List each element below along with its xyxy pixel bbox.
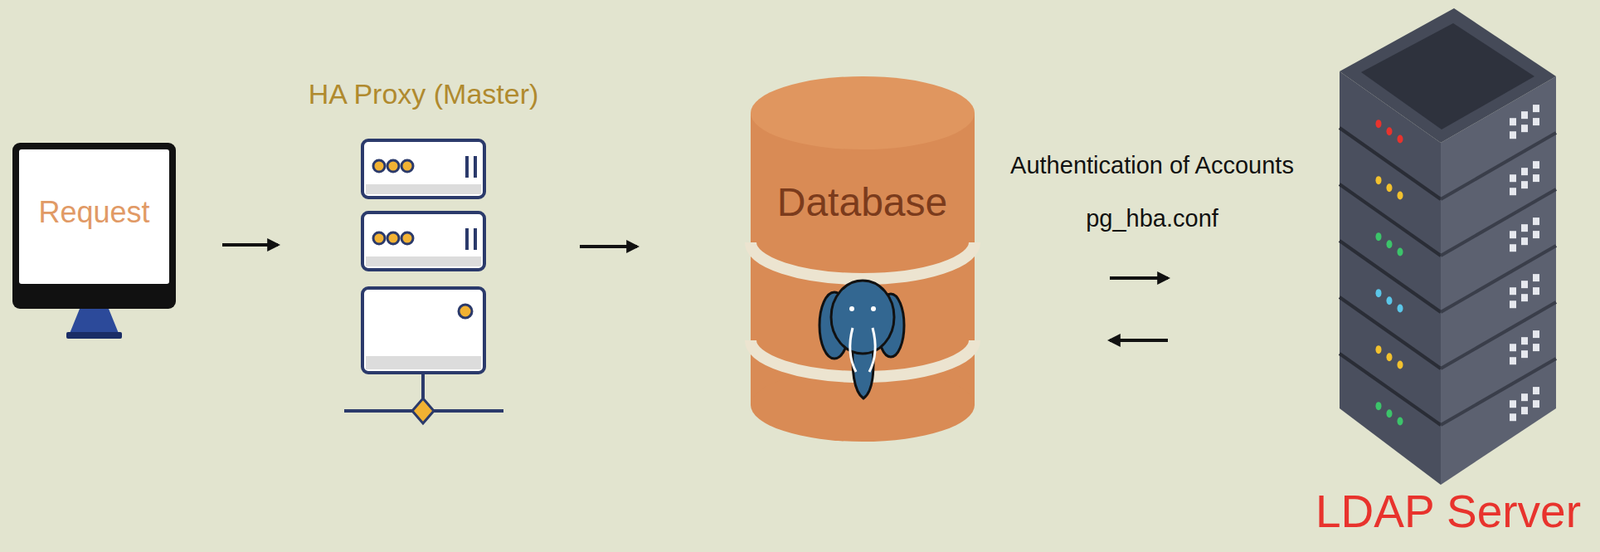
rack-shelf [1339,127,1441,200]
rack-vent [1509,187,1517,195]
rack-vent [1521,223,1528,232]
rack-vent [1532,230,1540,239]
rack-vent [1521,393,1528,401]
rack-led [1397,247,1404,256]
rack-led [1376,401,1382,410]
rack-shelf [1440,245,1557,312]
rack-vent [1532,386,1540,394]
rack-vent [1521,350,1528,358]
rack-shelf [1440,189,1557,256]
monitor-icon [12,142,176,339]
rack-vent [1509,343,1517,351]
rack-vent [1532,343,1540,351]
rack-led [1386,408,1393,418]
server-icon [344,140,504,424]
rack-shelf [1440,132,1557,200]
rack-vent [1509,413,1517,421]
rack-shelf [1339,296,1441,369]
rack-shelf [1339,353,1441,425]
rack-vent [1532,104,1540,112]
node-label: Request [38,195,150,229]
rack-vent [1521,124,1528,132]
rack-vent [1509,117,1517,126]
monitor-node: Request [12,142,176,309]
rack-vent [1521,336,1528,345]
rack-led [1397,416,1404,425]
proxy-node: HA Proxy (Master) [362,140,485,373]
rack-led [1397,190,1404,200]
rack-vent [1532,330,1540,338]
postgres-elephant [819,280,905,399]
rack-vent [1521,237,1528,245]
rack-led [1376,345,1382,354]
rack-shelf [1339,240,1441,312]
rack-led [1376,119,1382,128]
node-label: HA Proxy (Master) [308,78,540,110]
rack-vent [1532,117,1540,126]
rack-led [1376,175,1382,185]
rack-led [1376,232,1382,241]
rack-vent [1509,243,1517,252]
rack-led [1386,126,1393,136]
rack-vent [1509,131,1517,139]
node-label: LDAP Server [1315,486,1581,537]
rack-vent [1532,273,1540,282]
rack-led [1397,303,1404,312]
rack-vent [1532,399,1540,408]
rack-vent [1509,399,1517,408]
rack-led [1397,359,1404,369]
rack-vent [1521,167,1528,176]
rack-led [1397,134,1404,143]
rack-vent [1521,293,1528,302]
server-rack [1339,8,1557,485]
arrow-connector [222,243,278,247]
rack-shelf [1440,358,1557,425]
rack-vent [1521,280,1528,288]
rack-vent [1509,300,1517,308]
rack-led [1386,352,1393,361]
ldap-node: LDAP Server [1338,4,1558,485]
rack-shelf [1440,301,1557,369]
arrow-connector [1109,338,1168,342]
rack-led [1386,296,1393,305]
rack-vent [1521,111,1528,119]
rack-shelf [1339,184,1441,256]
rack-vent [1532,286,1540,295]
rack-vent [1532,217,1540,225]
database-cylinder [750,76,975,442]
rack-vent [1509,174,1517,182]
node-label: Database [777,180,948,225]
rack-vent [1532,174,1540,182]
edge-label: Authentication of Accounts pg_hba.conf [961,138,1343,245]
rack-vent [1532,160,1540,169]
rack-vent [1509,286,1517,295]
rack-vent [1521,180,1528,189]
rack-vent [1509,356,1517,365]
database-node: Database [749,76,975,442]
rack-led [1386,183,1393,192]
rack-led [1376,288,1382,297]
arrow-connector [1109,276,1168,280]
rack-vent [1521,406,1528,414]
rack-led [1386,239,1393,249]
rack-vent [1509,230,1517,239]
arrow-connector [579,244,638,249]
